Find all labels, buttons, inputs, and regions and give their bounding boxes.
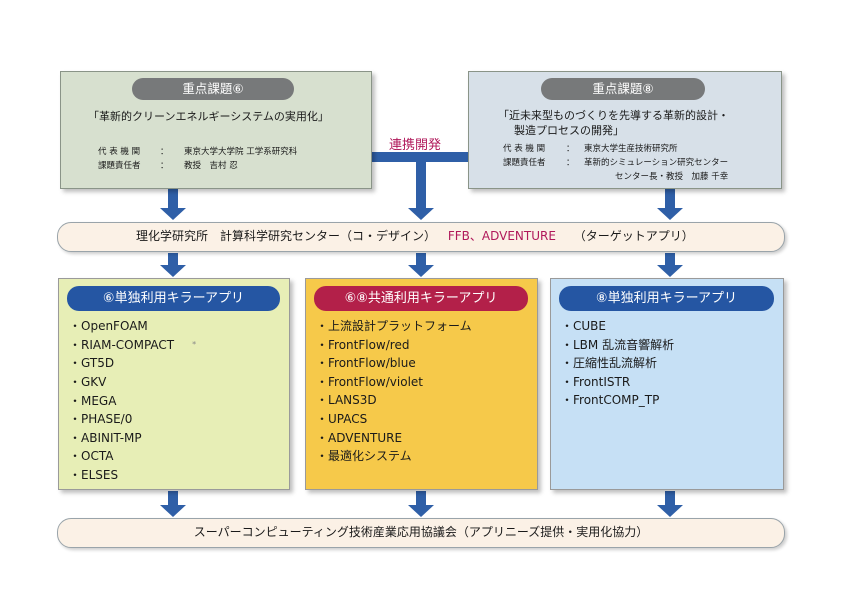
list-item: ・FrontFlow/violet — [316, 374, 423, 389]
collaboration-label: 連携開発 — [389, 138, 442, 153]
column-issue-8-apps: ⑧単独利用キラーアプリ ・CUBE ・LBM 乱流音響解析 ・圧縮性乱流解析 ・… — [550, 278, 784, 490]
riken-banner-tail: （ターゲットアプリ） — [573, 229, 694, 243]
list-item: ・圧縮性乱流解析 — [561, 356, 658, 371]
arrow-middle-to-council — [408, 491, 434, 517]
list-item: ・RIAM-COMPACT * — [69, 336, 196, 355]
riken-banner: 理化学研究所 計算科学研究センター（コ・デザイン） FFB、ADVENTURE … — [57, 222, 785, 252]
column-issue-8-title: ⑧単独利用キラーアプリ — [559, 286, 774, 311]
key-issue-6-org: 東京大学大学院 工学系研究科 — [184, 147, 298, 157]
arrow-issue6-to-riken — [160, 189, 186, 220]
list-item: ・上流設計プラットフォーム — [316, 319, 472, 333]
key-issue-8-org-label: 代 表 機 関 — [503, 144, 546, 154]
key-issue-8-title-line2: 製造プロセスの開発」 — [514, 124, 624, 137]
key-issue-8-lead-sep: ： — [566, 158, 575, 168]
arrow-riken-to-middle — [408, 253, 434, 277]
list-item: ・GKV — [69, 374, 107, 389]
list-item: ・OpenFOAM — [69, 319, 148, 333]
arrow-collab-to-riken — [408, 152, 434, 220]
list-item: ・最適化システム — [316, 449, 412, 464]
list-item: ・FrontISTR — [561, 374, 631, 389]
key-issue-8-lead-line2: センター長・教授 加藤 千幸 — [615, 172, 729, 182]
list-item-label: ・RIAM-COMPACT — [69, 337, 175, 352]
list-item: ・OCTA — [69, 449, 114, 464]
footnote-mark: * — [192, 339, 197, 349]
arrow-right-to-council — [657, 491, 683, 517]
arrow-left-to-council — [160, 491, 186, 517]
key-issue-6-org-label: 代 表 機 関 — [98, 147, 141, 157]
list-item: ・ABINIT-MP — [69, 430, 142, 445]
list-item: ・PHASE/0 — [69, 412, 133, 427]
list-item: ・LANS3D — [316, 393, 377, 408]
riken-banner-target-apps: FFB、ADVENTURE — [447, 229, 556, 243]
arrow-riken-to-right — [657, 253, 683, 277]
list-item: ・GT5D — [69, 356, 115, 371]
arrow-issue8-to-riken — [657, 189, 683, 220]
key-issue-6-org-sep: ： — [160, 147, 169, 157]
key-issue-8-pill: 重点課題⑧ — [541, 78, 705, 100]
riken-banner-main: 理化学研究所 計算科学研究センター（コ・デザイン） — [136, 229, 437, 243]
key-issue-6-title: 「革新的クリーンエネルギーシステムの実用化」 — [88, 110, 329, 123]
key-issue-8-lead-label: 課題責任者 — [503, 158, 546, 168]
industry-council-text: スーパーコンピューティング技術産業応用協議会（アプリニーズ提供・実用化協力） — [193, 525, 649, 539]
list-item: ・UPACS — [316, 411, 368, 426]
column-common-title: ⑥⑧共通利用キラーアプリ — [314, 286, 528, 311]
arrow-riken-to-left — [160, 253, 186, 277]
key-issue-8-lead-line1: 革新的シミュレーション研究センター — [584, 158, 729, 168]
key-issue-8-title-line1: 「近未来型ものづくりを先導する革新的設計・ — [498, 109, 729, 122]
column-common-list: ・上流設計プラットフォーム ・FrontFlow/red ・FrontFlow/… — [316, 317, 472, 466]
list-item: ・ELSES — [69, 467, 119, 482]
key-issue-6-lead: 教授 吉村 忍 — [184, 161, 238, 171]
column-issue-6-apps: ⑥単独利用キラーアプリ ・OpenFOAM ・RIAM-COMPACT * ・GT… — [58, 278, 290, 490]
key-issue-6-lead-sep: ： — [160, 161, 169, 171]
key-issue-8-org: 東京大学生産技術研究所 — [584, 144, 678, 154]
list-item: ・ADVENTURE — [316, 430, 403, 445]
column-issue-6-list: ・OpenFOAM ・RIAM-COMPACT * ・GT5D ・GKV ・MEG… — [69, 317, 196, 485]
column-common-apps: ⑥⑧共通利用キラーアプリ ・上流設計プラットフォーム ・FrontFlow/re… — [305, 278, 538, 490]
column-issue-6-title: ⑥単独利用キラーアプリ — [67, 286, 280, 311]
column-issue-8-list: ・CUBE ・LBM 乱流音響解析 ・圧縮性乱流解析 ・FrontISTR ・F… — [561, 317, 674, 410]
list-item: ・MEGA — [69, 393, 117, 408]
industry-council-banner: スーパーコンピューティング技術産業応用協議会（アプリニーズ提供・実用化協力） — [57, 518, 785, 548]
key-issue-6-lead-label: 課題責任者 — [98, 161, 141, 171]
list-item: ・LBM 乱流音響解析 — [561, 337, 675, 352]
list-item: ・FrontFlow/blue — [316, 356, 416, 371]
list-item: ・FrontFlow/red — [316, 337, 410, 352]
list-item: ・CUBE — [561, 319, 606, 333]
list-item: ・FrontCOMP_TP — [561, 393, 660, 408]
key-issue-8-org-sep: ： — [566, 144, 575, 154]
key-issue-6-pill: 重点課題⑥ — [132, 78, 294, 100]
